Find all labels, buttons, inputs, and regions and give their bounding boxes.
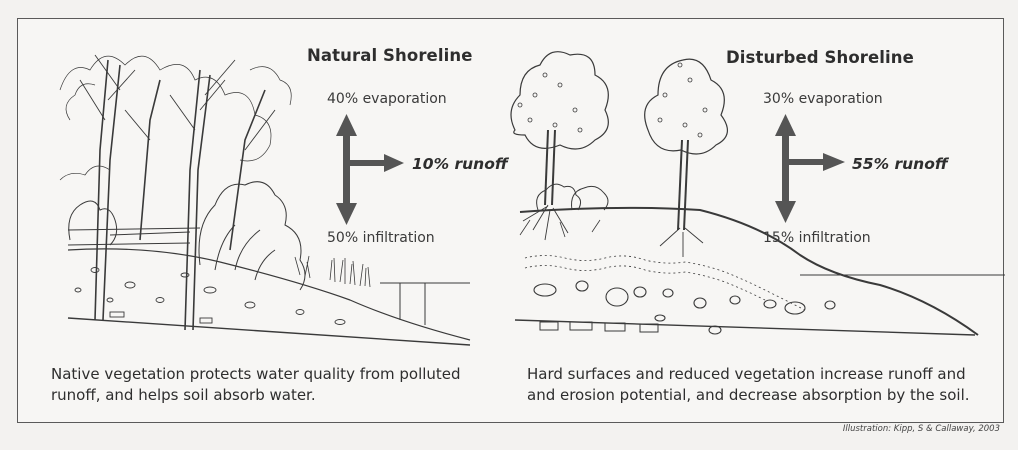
- natural-infiltration-label: 50% infiltration: [327, 230, 435, 246]
- natural-shoreline-scene: [59, 54, 471, 346]
- disturbed-infiltration-label: 15% infiltration: [763, 230, 871, 246]
- disturbed-tree-left: [510, 51, 609, 241]
- disturbed-runoff-label: 55% runoff: [852, 155, 948, 173]
- disturbed-tree-right: [644, 58, 728, 257]
- disturbed-shoreline-title: Disturbed Shoreline: [726, 48, 914, 67]
- disturbed-caption-line-1: Hard surfaces and reduced vegetation inc…: [527, 365, 966, 383]
- illustration-frame: [17, 18, 1004, 423]
- disturbed-flow-arrows: [775, 114, 845, 223]
- disturbed-caption-line-2: and erosion potential, and decrease abso…: [527, 386, 970, 404]
- natural-evaporation-label: 40% evaporation: [327, 91, 447, 107]
- disturbed-evaporation-label: 30% evaporation: [763, 91, 883, 107]
- illustration-credit: Illustration: Kipp, S & Callaway, 2003: [842, 424, 1000, 434]
- natural-caption: Native vegetation protects water quality…: [51, 364, 461, 406]
- natural-caption-line-2: runoff, and helps soil absorb water.: [51, 386, 316, 404]
- natural-flow-arrows: [336, 114, 404, 225]
- disturbed-caption: Hard surfaces and reduced vegetation inc…: [527, 364, 970, 406]
- natural-shoreline-title: Natural Shoreline: [307, 46, 473, 65]
- natural-runoff-label: 10% runoff: [412, 155, 508, 173]
- disturbed-shoreline-scene: [510, 51, 1005, 336]
- natural-caption-line-1: Native vegetation protects water quality…: [51, 365, 461, 383]
